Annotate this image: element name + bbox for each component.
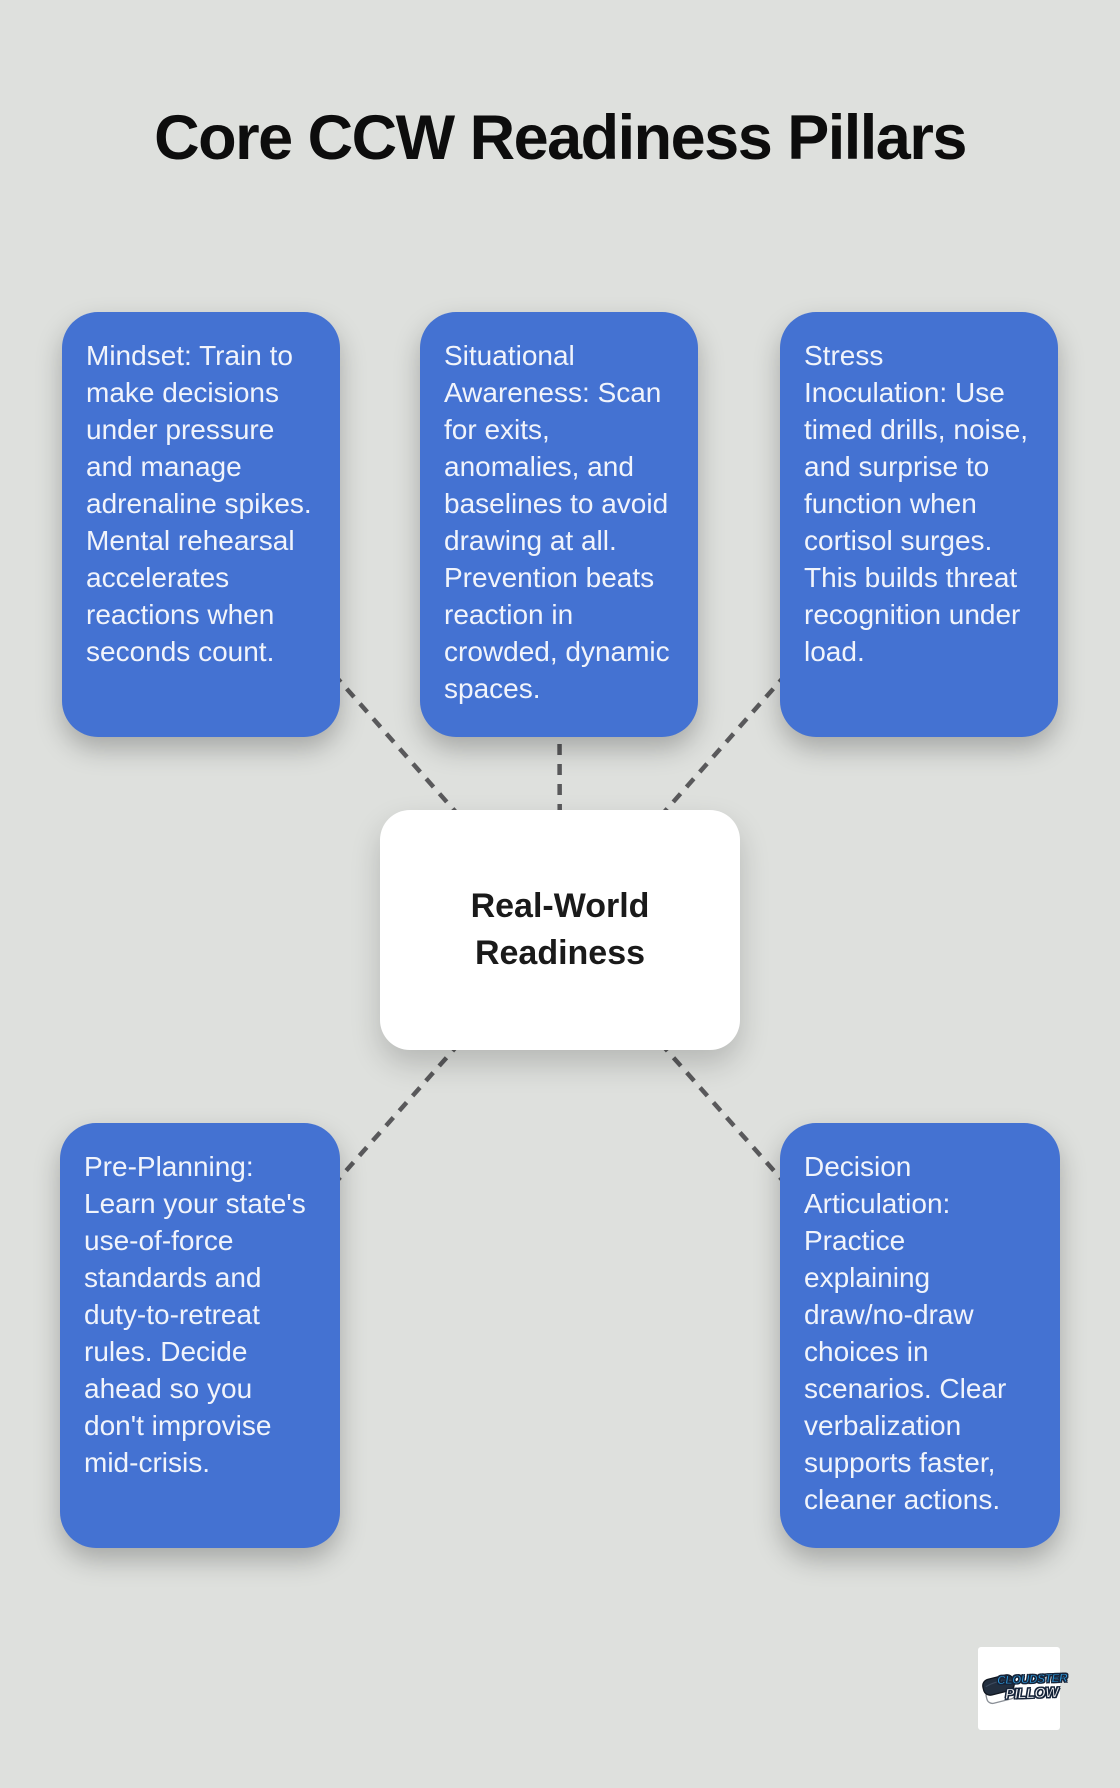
pillar-node-mindset: Mindset: Train to make decisions under p… (62, 312, 340, 737)
pillar-node-pre-planning: Pre-Planning: Learn your state's use-of-… (60, 1123, 340, 1548)
central-topic-label: Real-World Readiness (470, 887, 650, 972)
logo-wordmark-bottom: PILLOW (1004, 1685, 1059, 1704)
brand-logo: CLOUDSTER PILLOW (978, 1647, 1068, 1730)
pillow-icon (982, 1674, 1017, 1705)
central-topic-node: Real-World Readiness (380, 810, 740, 1050)
pillar-node-decision-articulation: Decision Articulation: Practice explaini… (780, 1123, 1060, 1548)
pillar-node-stress-inoculation: Stress Inoculation: Use timed drills, no… (780, 312, 1058, 737)
page-title: Core CCW Readiness Pillars (154, 103, 967, 173)
pillar-node-situational-awareness: Situational Awareness: Scan for exits, a… (420, 312, 698, 737)
